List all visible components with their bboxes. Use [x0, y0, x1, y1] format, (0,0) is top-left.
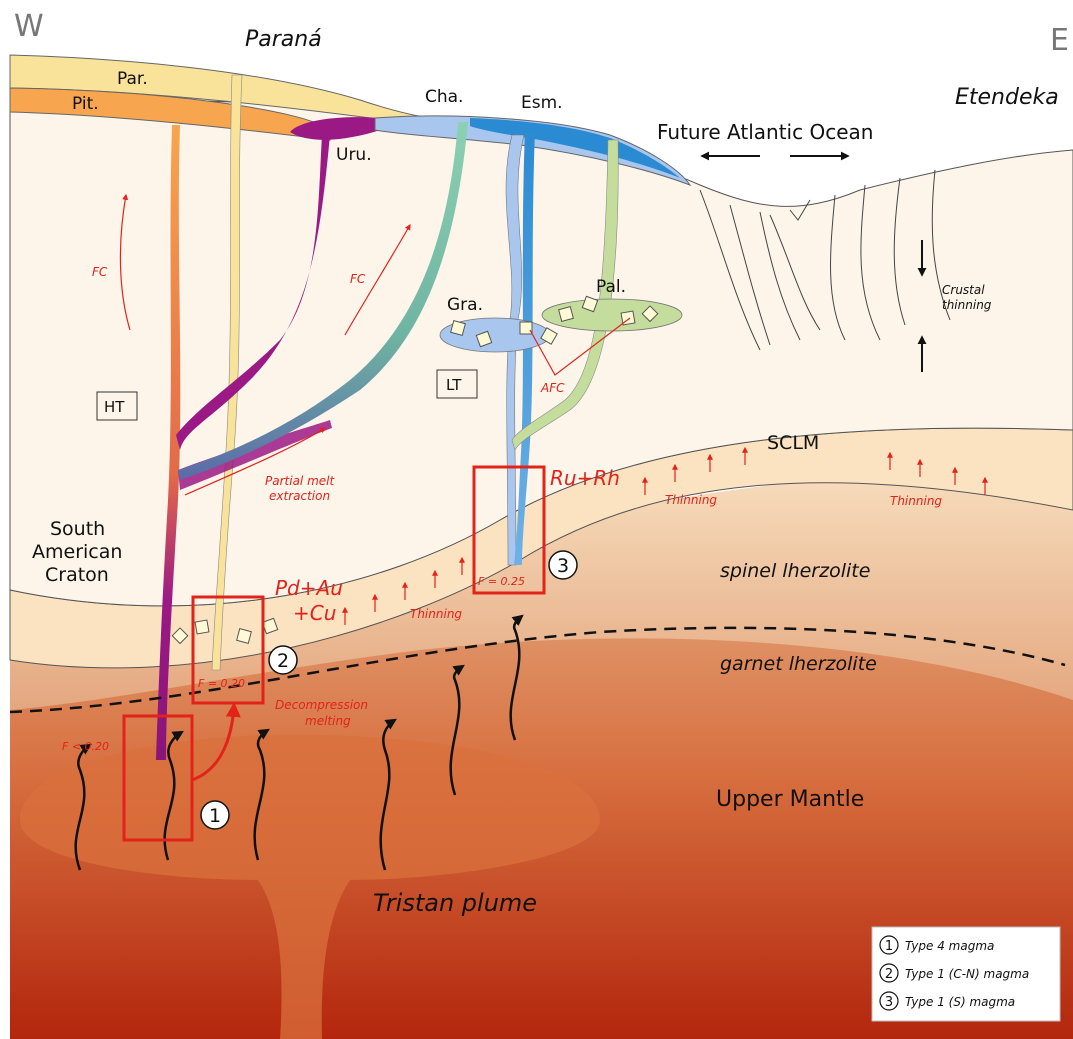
formation-pit: Pit. — [72, 94, 99, 114]
legend-text-2: Type 1 (C-N) magma — [905, 967, 1029, 981]
thinning-label-a: Thinning — [665, 493, 717, 507]
partial-melt-label-2: extraction — [269, 489, 330, 503]
crustal-thinning-label-1: Crustal — [942, 283, 985, 297]
ocean-label: Future Atlantic Ocean — [657, 120, 873, 144]
metal-rurh: Ru+Rh — [550, 466, 620, 490]
melt-fraction-2: F = 0.20 — [198, 677, 245, 690]
legend-text-3: Type 1 (S) magma — [905, 995, 1015, 1009]
fc-label-mid: FC — [350, 272, 366, 286]
crustal-thinning-label-2: thinning — [942, 298, 992, 312]
region-parana: Paraná — [245, 27, 322, 52]
legend-text-1: Type 4 magma — [905, 939, 994, 953]
partial-melt-label-1: Partial melt — [265, 474, 335, 488]
marker-number-1: 1 — [209, 805, 221, 827]
melt-fraction-1: F < 0.20 — [62, 740, 109, 753]
afc-label: AFC — [540, 381, 565, 395]
legend-number-1: 1 — [885, 939, 893, 954]
craton-label-1: South — [50, 518, 105, 540]
region-etendeka: Etendeka — [955, 85, 1059, 110]
compass-east: E — [1050, 23, 1069, 58]
formation-pal: Pal. — [596, 277, 626, 297]
thinning-label-b: Thinning — [890, 494, 942, 508]
metal-pdau: Pd+Au — [275, 576, 343, 600]
decompression-label-2: melting — [305, 714, 351, 728]
melt-fraction-3: F = 0.25 — [478, 575, 525, 588]
metal-cu: +Cu — [293, 601, 336, 625]
formation-gra: Gra. — [447, 295, 483, 315]
craton-label-2: American — [32, 541, 122, 563]
sclm-label: SCLM — [767, 432, 819, 454]
upper-mantle-label: Upper Mantle — [716, 787, 864, 812]
formation-esm: Esm. — [521, 93, 563, 113]
formation-uru: Uru. — [336, 145, 372, 165]
craton-label-3: Craton — [45, 564, 109, 586]
spinel-label: spinel lherzolite — [720, 560, 870, 582]
compass-west: W — [14, 9, 44, 44]
plume-label: Tristan plume — [373, 889, 537, 917]
ht-label: HT — [104, 398, 125, 416]
lt-label: LT — [446, 376, 462, 394]
legend-number-3: 3 — [885, 995, 893, 1010]
formation-cha: Cha. — [425, 87, 463, 107]
marker-number-2: 2 — [277, 650, 289, 672]
fc-label-left: FC — [92, 265, 108, 279]
formation-par: Par. — [117, 69, 148, 89]
thinning-label-c: Thinning — [410, 607, 462, 621]
decompression-label-1: Decompression — [275, 698, 368, 712]
garnet-label: garnet lherzolite — [720, 653, 877, 675]
legend-number-2: 2 — [885, 967, 893, 982]
marker-number-3: 3 — [557, 555, 569, 577]
